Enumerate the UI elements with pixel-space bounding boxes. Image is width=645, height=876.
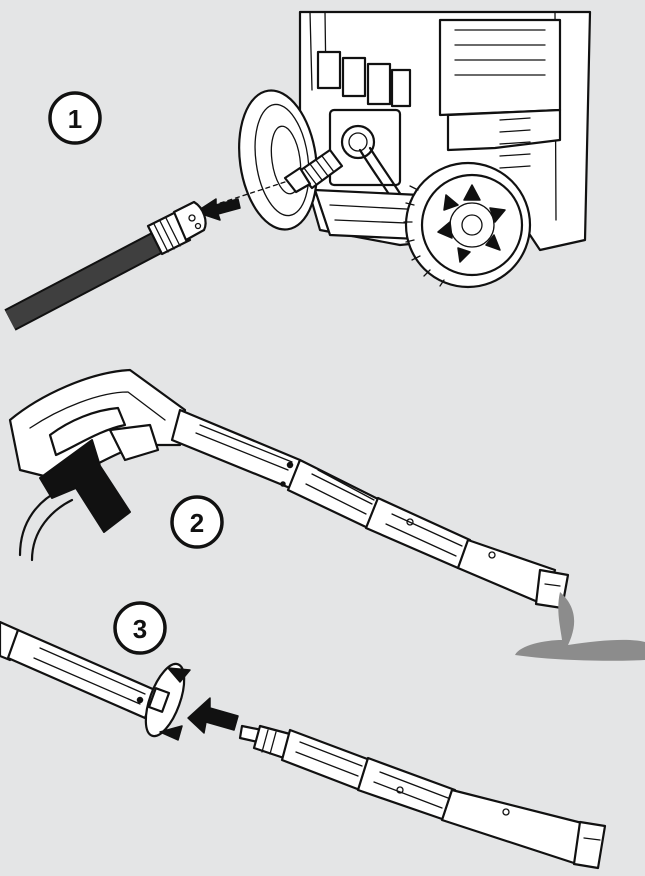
- insert-direction-arrow-icon: [187, 697, 239, 734]
- step-1-badge: 1: [48, 91, 102, 145]
- lance-extension-assembled: [286, 458, 570, 610]
- step-2-badge: 2: [170, 495, 224, 549]
- step-3-badge: 3: [113, 601, 167, 655]
- insert-arrow-icon: [39, 439, 131, 533]
- push-arrow-icon: [195, 198, 241, 221]
- lance-extension-detached: [238, 724, 607, 870]
- water-puddle: [515, 592, 645, 661]
- alignment-guide-line: [204, 181, 286, 209]
- step-3-number: 3: [133, 614, 147, 644]
- water-inlet-connector: [283, 148, 344, 194]
- spray-gun: [8, 368, 302, 490]
- garden-hose: [4, 200, 207, 331]
- pressure-washer-unit: [238, 10, 592, 289]
- step-2-number: 2: [190, 508, 204, 538]
- twist-rotation-icon: [144, 662, 191, 741]
- hose-curve: [18, 488, 62, 557]
- panel-3-attach-lance: 3: [0, 601, 607, 870]
- panel-2-spray-gun-assembled: 2: [8, 368, 645, 661]
- step-1-number: 1: [68, 104, 82, 134]
- spray-gun-barrel: [0, 620, 157, 720]
- panel-1-hose-connection: 1: [4, 10, 592, 331]
